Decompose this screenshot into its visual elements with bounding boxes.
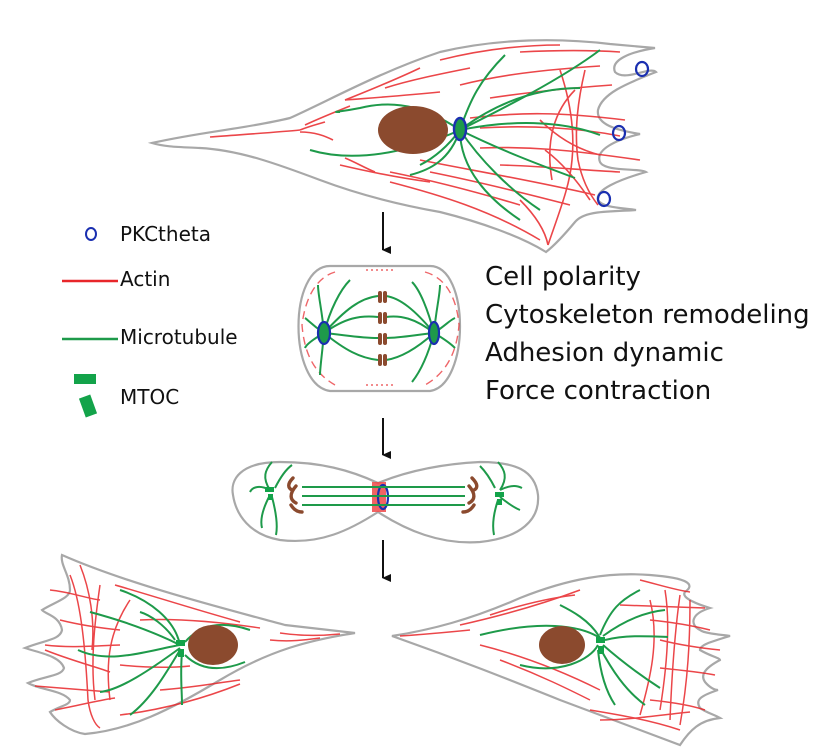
mtoc — [176, 640, 185, 657]
cell-membrane — [21, 553, 356, 736]
function-item: Force contraction — [485, 376, 712, 406]
legend-label-actin: Actin — [120, 267, 171, 291]
actin-filaments — [34, 564, 341, 729]
function-item: Cytoskeleton remodeling — [485, 300, 810, 330]
cytokinesis-cell — [231, 460, 540, 544]
mtoc-right — [495, 492, 504, 505]
cortical-actin — [301, 269, 460, 386]
pkctheta-adhesion-3 — [596, 190, 612, 208]
pkctheta-adhesion-1 — [634, 60, 650, 78]
mtoc — [596, 637, 605, 654]
nucleus — [378, 106, 448, 154]
function-item: Adhesion dynamic — [485, 338, 724, 368]
mtoc-left — [265, 487, 274, 500]
chromatids — [287, 476, 479, 514]
daughter-cell-right — [391, 573, 731, 747]
pkctheta-centrosome-left — [316, 320, 332, 346]
legend-label-microtubule: Microtubule — [120, 325, 238, 349]
microtubules — [479, 589, 669, 706]
nucleus — [539, 626, 585, 664]
cell-membrane — [391, 573, 731, 747]
migrating-cell — [147, 39, 658, 254]
nucleus — [188, 625, 238, 665]
metaphase-cell — [297, 264, 461, 393]
cell-membrane — [297, 264, 461, 393]
pkctheta-legend-icon — [85, 227, 97, 241]
pkctheta-mtoc-ring — [452, 116, 468, 142]
cell-membrane — [147, 39, 658, 254]
pkctheta-adhesion-2 — [611, 124, 627, 142]
daughter-cell-left — [21, 553, 356, 736]
mtoc-legend-icon — [74, 374, 98, 418]
microtubules — [77, 589, 251, 716]
pkctheta-centrosome-right — [427, 320, 441, 346]
legend — [62, 227, 118, 418]
legend-label-pkctheta: PKCtheta — [120, 222, 211, 246]
central-spindle — [302, 486, 465, 506]
chromosomes — [378, 291, 387, 366]
legend-label-mtoc: MTOC — [120, 385, 180, 409]
pkctheta-functions-list: Cell polarity Cytoskeleton remodeling Ad… — [485, 258, 810, 410]
function-item: Cell polarity — [485, 262, 641, 292]
cell-membrane — [231, 460, 540, 544]
